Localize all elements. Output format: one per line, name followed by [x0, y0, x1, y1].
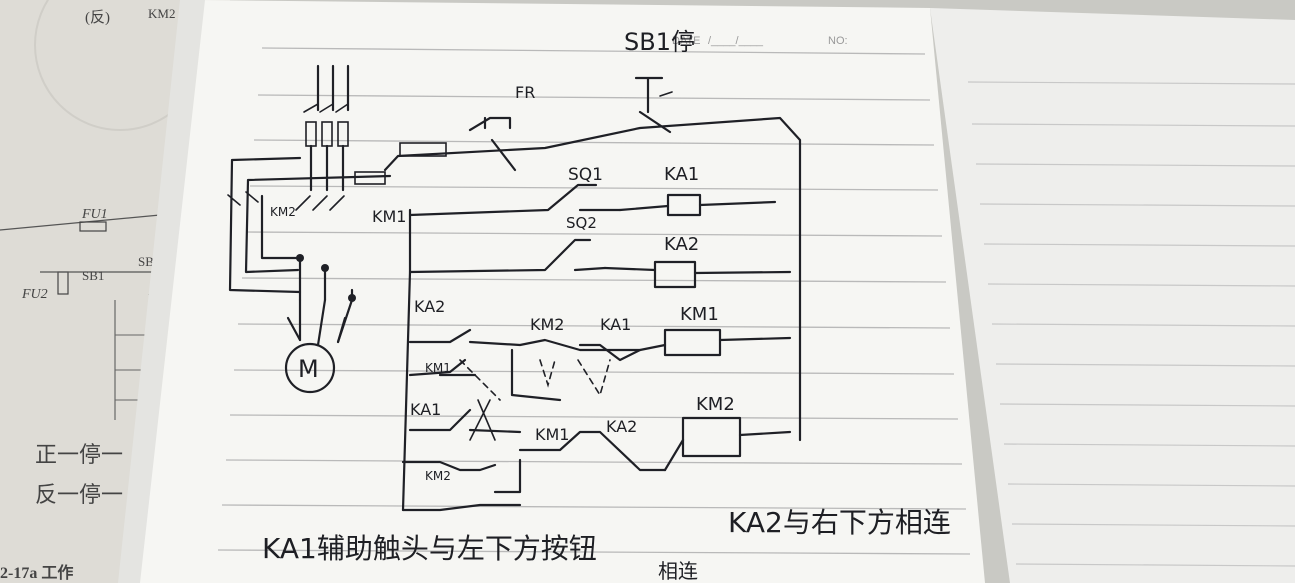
handwritten-notes: KA1辅助触头与左下方按钮 相连 KA2与右下方相连 — [262, 506, 951, 583]
textbook-label: (反) — [85, 9, 110, 26]
power-label: KM2 — [270, 205, 296, 219]
textbook-label: SB1 — [82, 268, 104, 283]
note-line-1: KA1辅助触头与左下方按钮 — [262, 532, 597, 565]
power-label: KM1 — [372, 207, 406, 226]
relay-coil-label: KA2 — [664, 234, 699, 255]
relay-coil-label: KA1 — [664, 164, 699, 185]
date-label: DATE — [672, 35, 701, 47]
contactor-coil-label: KM1 — [680, 304, 719, 325]
overload-relay-label: FR — [515, 83, 535, 102]
textbook-label: FU2 — [21, 287, 48, 302]
contact-label: KA1 — [410, 400, 441, 419]
contact-label: KM1 — [535, 425, 569, 444]
contactor-coil-label: KM2 — [696, 394, 735, 415]
textbook-label: KM2 — [148, 6, 175, 21]
contact-label: KA2 — [606, 417, 637, 436]
contact-label: KM2 — [530, 315, 564, 334]
note-line-2: KA2与右下方相连 — [728, 506, 951, 539]
stop-button-note: SB1停 — [624, 28, 695, 56]
power-circuit: KM2 KM1 M — [227, 64, 406, 394]
textbook-label: 正一停一 — [35, 442, 123, 467]
limit-switch-label: SQ1 — [568, 165, 603, 185]
textbook-label: FU1 — [81, 207, 108, 222]
contact-label: KM2 — [425, 469, 451, 483]
textbook-label: 2-17a 工作 — [0, 563, 73, 582]
number-label: NO: — [828, 35, 848, 47]
note-line-1b: 相连 — [658, 559, 698, 583]
motor-symbol: M — [298, 355, 319, 383]
page-header: DATE /____/____ NO: SB1停 — [624, 28, 848, 56]
contact-label: KA1 — [600, 315, 631, 334]
textbook-label: 反一停一 — [35, 482, 123, 507]
date-separator: /____/____ — [708, 35, 764, 47]
control-circuit: FR SQ1 KA1 SQ2 KA2 KA2 KM2 KA1 KM1 KA1 — [383, 76, 802, 512]
contact-label: KM1 — [425, 361, 451, 375]
contact-label: KA2 — [414, 297, 445, 316]
right-page — [930, 8, 1295, 583]
textbook-label: SB — [138, 254, 154, 269]
limit-switch-label: SQ2 — [566, 214, 597, 232]
